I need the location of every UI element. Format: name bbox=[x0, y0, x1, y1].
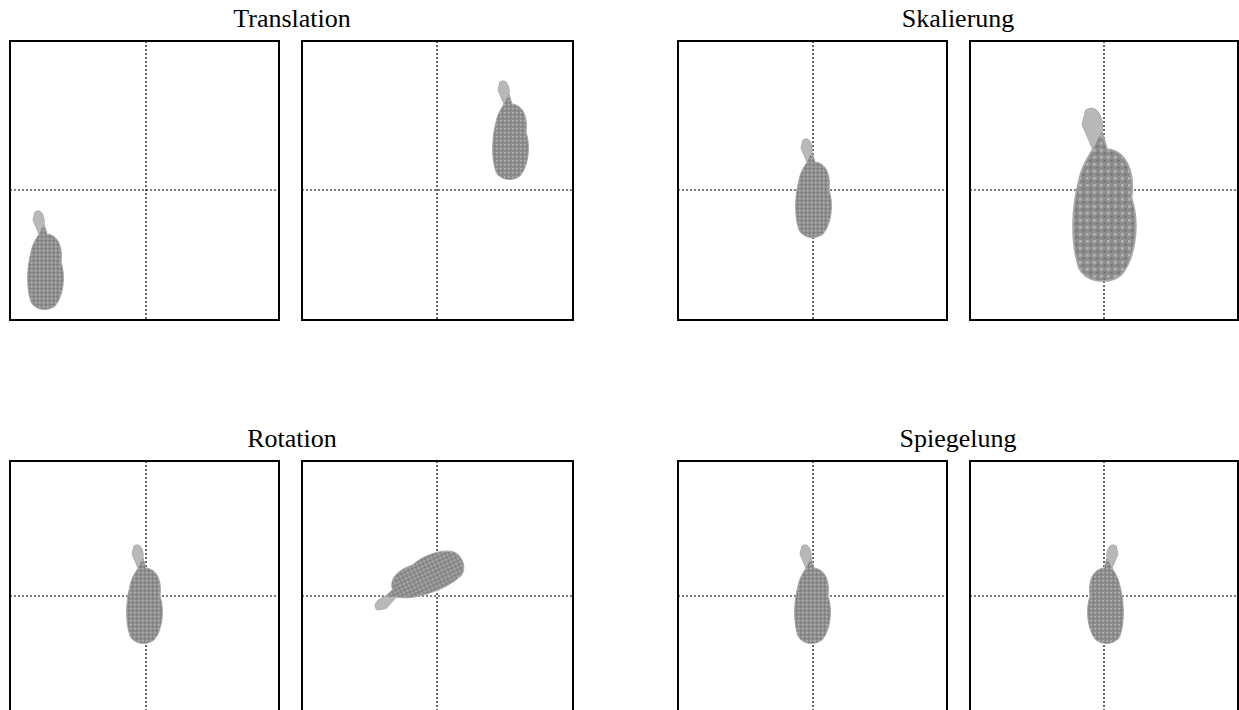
axis-lines bbox=[10, 41, 1238, 710]
panel-title: Spiegelung bbox=[900, 424, 1017, 454]
panel-title: Rotation bbox=[247, 424, 337, 454]
panel-title: Skalierung bbox=[902, 4, 1015, 34]
object-shapes bbox=[28, 81, 1136, 644]
panel-title: Translation bbox=[233, 4, 351, 34]
panel-frames bbox=[10, 41, 1238, 710]
